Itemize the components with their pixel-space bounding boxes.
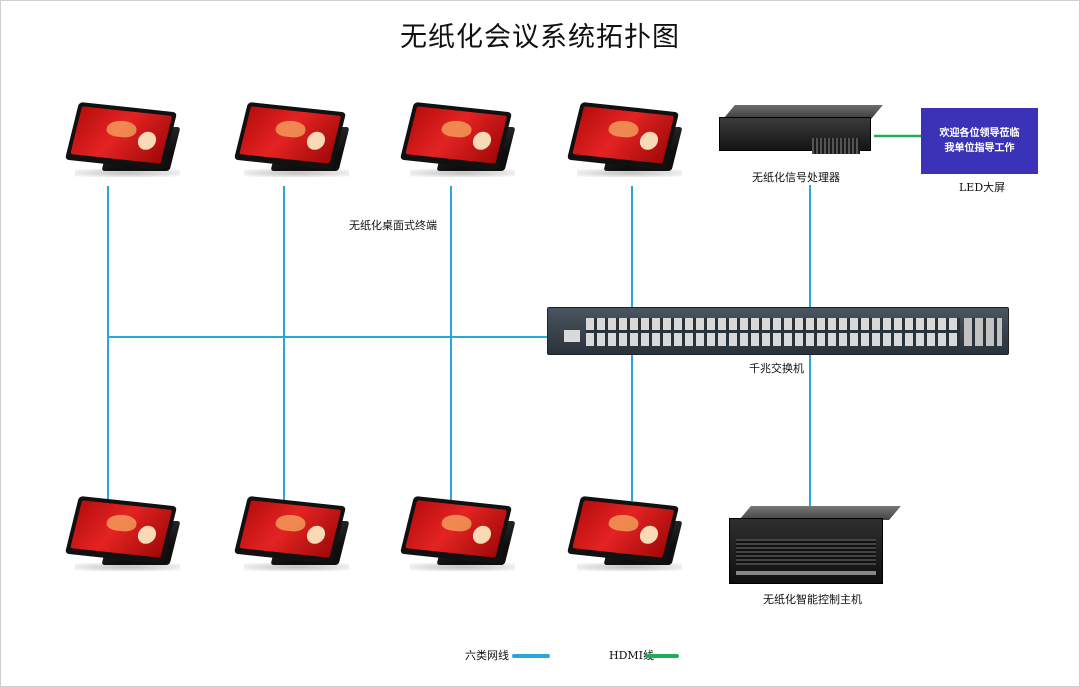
control-host	[729, 506, 895, 584]
led-screen: 欢迎各位领导莅临 我单位指导工作	[921, 108, 1038, 174]
desktop-terminal	[234, 101, 354, 181]
signal-processor	[719, 105, 873, 151]
led-line-1: 欢迎各位领导莅临	[940, 126, 1020, 141]
desktop-terminal	[567, 495, 687, 575]
desktop-terminal	[234, 495, 354, 575]
legend-cat6-swatch	[512, 654, 550, 658]
desktop-terminal	[400, 101, 520, 181]
terminal-label: 无纸化桌面式终端	[349, 217, 437, 233]
desktop-terminal	[65, 101, 185, 181]
led-label: LED大屏	[959, 179, 1005, 195]
desktop-terminal	[567, 101, 687, 181]
switch-label: 千兆交换机	[749, 360, 804, 376]
legend-hdmi-swatch	[645, 654, 679, 658]
gigabit-switch	[547, 307, 1009, 355]
processor-label: 无纸化信号处理器	[752, 169, 840, 185]
legend-cat6-label: 六类网线	[465, 647, 509, 663]
led-line-2: 我单位指导工作	[945, 141, 1015, 156]
desktop-terminal	[65, 495, 185, 575]
host-label: 无纸化智能控制主机	[763, 591, 862, 607]
desktop-terminal	[400, 495, 520, 575]
